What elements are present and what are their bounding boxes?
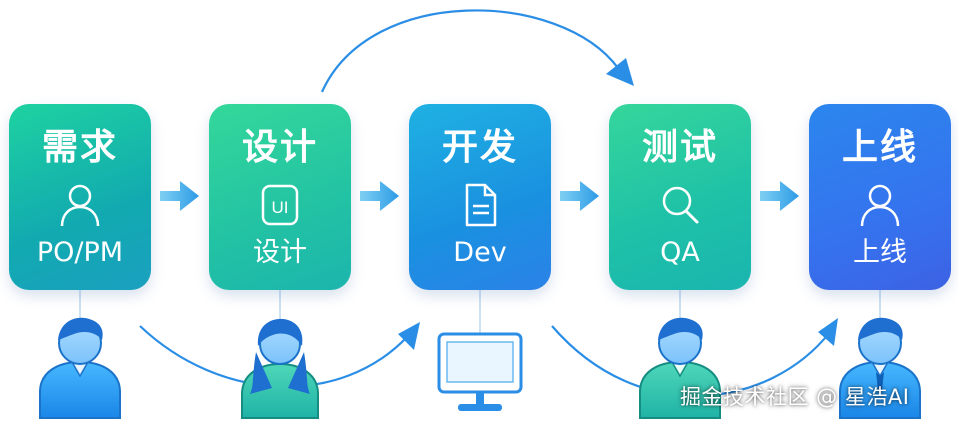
user-icon <box>860 184 900 227</box>
ui-icon-label: UI <box>272 198 289 217</box>
flow-arrow-4 <box>760 181 799 211</box>
user-icon <box>60 184 100 227</box>
person-po-pm <box>39 317 121 419</box>
person-designer <box>241 318 319 419</box>
step-title: 测试 <box>641 127 718 168</box>
arrow-heads <box>398 58 838 350</box>
step-title: 需求 <box>41 127 118 168</box>
vertical-connectors <box>79 290 881 334</box>
step-title: 开发 <box>441 127 518 168</box>
step-subtitle: PO/PM <box>36 237 124 268</box>
ui-icon: UI <box>261 184 299 226</box>
person-qa <box>639 317 721 419</box>
step-requirements: 需求 PO/PM <box>9 104 151 290</box>
flow-arrow-1 <box>160 181 199 211</box>
step-testing: 测试 QA <box>609 104 751 290</box>
flow-arrows <box>160 181 799 211</box>
step-subtitle: Dev <box>453 237 507 268</box>
step-launch: 上线 上线 <box>809 104 951 290</box>
search-icon <box>662 186 699 224</box>
step-design: 设计 UI 设计 <box>209 104 351 290</box>
step-subtitle: 设计 <box>253 237 307 268</box>
step-title: 上线 <box>841 127 918 168</box>
watermark: 掘金技术社区 @ 星浩AI <box>680 385 910 409</box>
person-ops <box>839 317 921 419</box>
step-subtitle: QA <box>660 237 700 268</box>
flow-arrow-2 <box>360 181 399 211</box>
flow-arrow-3 <box>560 181 599 211</box>
developer-monitor <box>437 332 523 411</box>
step-development: 开发 Dev <box>409 104 551 290</box>
top-arc-arrow <box>320 9 619 93</box>
document-icon <box>465 183 497 227</box>
step-subtitle: 上线 <box>853 237 907 268</box>
step-title: 设计 <box>241 127 318 168</box>
